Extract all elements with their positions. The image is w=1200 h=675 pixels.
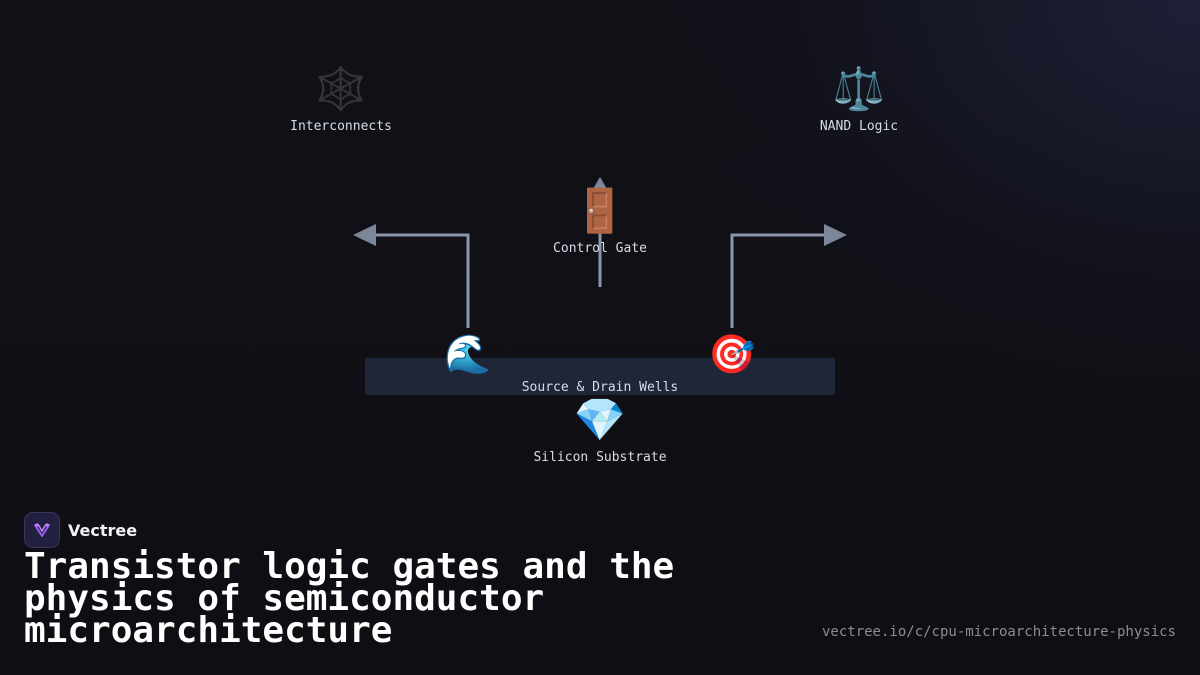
nand-logic-node: ⚖️ NAND Logic [819, 64, 899, 135]
control-gate-label: Control Gate [553, 241, 647, 256]
interconnects-label: Interconnects [290, 119, 392, 134]
balance-scale-icon: ⚖️ [832, 64, 886, 113]
source-drain-wells-bar [365, 358, 835, 395]
right-connector [730, 233, 828, 328]
spider-web-icon: 🕸️ [314, 64, 368, 113]
brand-name: Vectree [68, 520, 138, 540]
brand: Vectree [24, 512, 137, 548]
control-gate-node: 🚪 Control Gate [553, 186, 647, 257]
target-icon: 🎯 [708, 332, 756, 376]
left-connector [372, 233, 470, 328]
interconnects-node: 🕸️ Interconnects [290, 64, 392, 135]
gem-icon: 💎 [573, 395, 627, 444]
wave-icon: 🌊 [444, 332, 492, 376]
page-title: Transistor logic gates and the physics o… [24, 546, 675, 651]
silicon-substrate-label: Silicon Substrate [533, 450, 667, 465]
door-icon: 🚪 [573, 186, 627, 235]
left-arrowhead [353, 224, 376, 246]
vectree-logo-icon [24, 512, 60, 548]
center-arrowhead [593, 177, 607, 189]
silicon-substrate-node: 💎 Silicon Substrate [533, 395, 667, 466]
source-drain-wells-label: Source & Drain Wells [521, 380, 679, 395]
source-url[interactable]: vectree.io/c/cpu-microarchitecture-physi… [821, 624, 1176, 640]
right-arrowhead [824, 224, 847, 246]
nand-logic-label: NAND Logic [819, 119, 899, 134]
